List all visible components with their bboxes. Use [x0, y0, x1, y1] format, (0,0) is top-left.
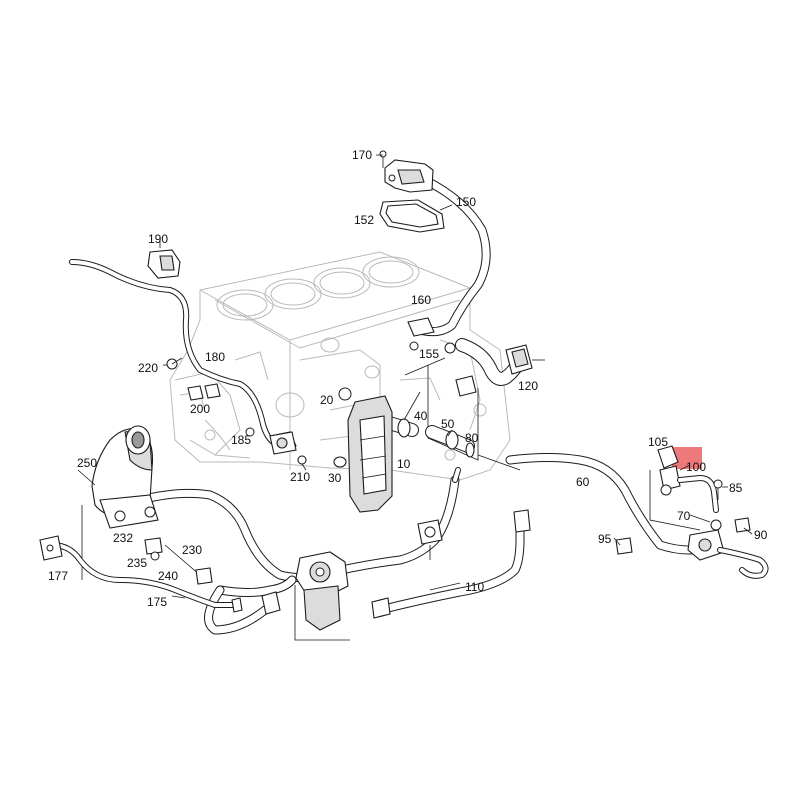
callout-177[interactable]: 177 — [48, 569, 69, 583]
callout-40[interactable]: 40 — [414, 409, 428, 423]
callout-175[interactable]: 175 — [147, 595, 168, 609]
callout-170[interactable]: 170 — [352, 148, 373, 162]
leader-lines — [77, 154, 753, 599]
callout-240[interactable]: 240 — [158, 569, 179, 583]
callout-60[interactable]: 60 — [576, 475, 590, 489]
callout-185[interactable]: 185 — [231, 433, 252, 447]
callout-30[interactable]: 30 — [328, 471, 342, 485]
highlight-marker — [672, 447, 702, 469]
small-parts-230 — [144, 537, 213, 585]
callout-220[interactable]: 220 — [138, 361, 159, 375]
callout-232[interactable]: 232 — [113, 531, 134, 545]
callout-80[interactable]: 80 — [465, 431, 479, 445]
callout-110[interactable]: 110 — [465, 580, 485, 594]
hose-175-assembly — [39, 535, 243, 613]
turbo-inlet-250 — [81, 425, 159, 580]
sensor-185 — [245, 427, 307, 465]
callout-70[interactable]: 70 — [677, 509, 691, 523]
callout-190[interactable]: 190 — [148, 232, 169, 246]
callout-230[interactable]: 230 — [182, 543, 203, 557]
lower-hose-assembly — [135, 453, 720, 641]
callout-50[interactable]: 50 — [441, 417, 455, 431]
callout-100[interactable]: 100 — [686, 460, 707, 474]
callout-235[interactable]: 235 — [127, 556, 148, 570]
callout-200[interactable]: 200 — [190, 402, 211, 416]
callout-10[interactable]: 10 — [397, 457, 411, 471]
callout-90[interactable]: 90 — [754, 528, 768, 542]
callout-160[interactable]: 160 — [411, 293, 432, 307]
engine-block — [169, 251, 511, 481]
callout-105[interactable]: 105 — [648, 435, 669, 449]
callout-85[interactable]: 85 — [729, 481, 743, 495]
right-side-assembly — [615, 445, 769, 579]
callout-20[interactable]: 20 — [320, 393, 334, 407]
hose-150-assembly — [379, 150, 491, 337]
callout-180[interactable]: 180 — [205, 350, 226, 364]
oil-cooler-10 — [333, 395, 393, 513]
callout-150[interactable]: 150 — [456, 195, 477, 209]
callout-155[interactable]: 155 — [419, 347, 440, 361]
callout-95[interactable]: 95 — [598, 532, 612, 546]
callout-210[interactable]: 210 — [290, 470, 311, 484]
callout-152[interactable]: 152 — [354, 213, 375, 227]
callout-120[interactable]: 120 — [518, 379, 539, 393]
callout-250[interactable]: 250 — [77, 456, 98, 470]
